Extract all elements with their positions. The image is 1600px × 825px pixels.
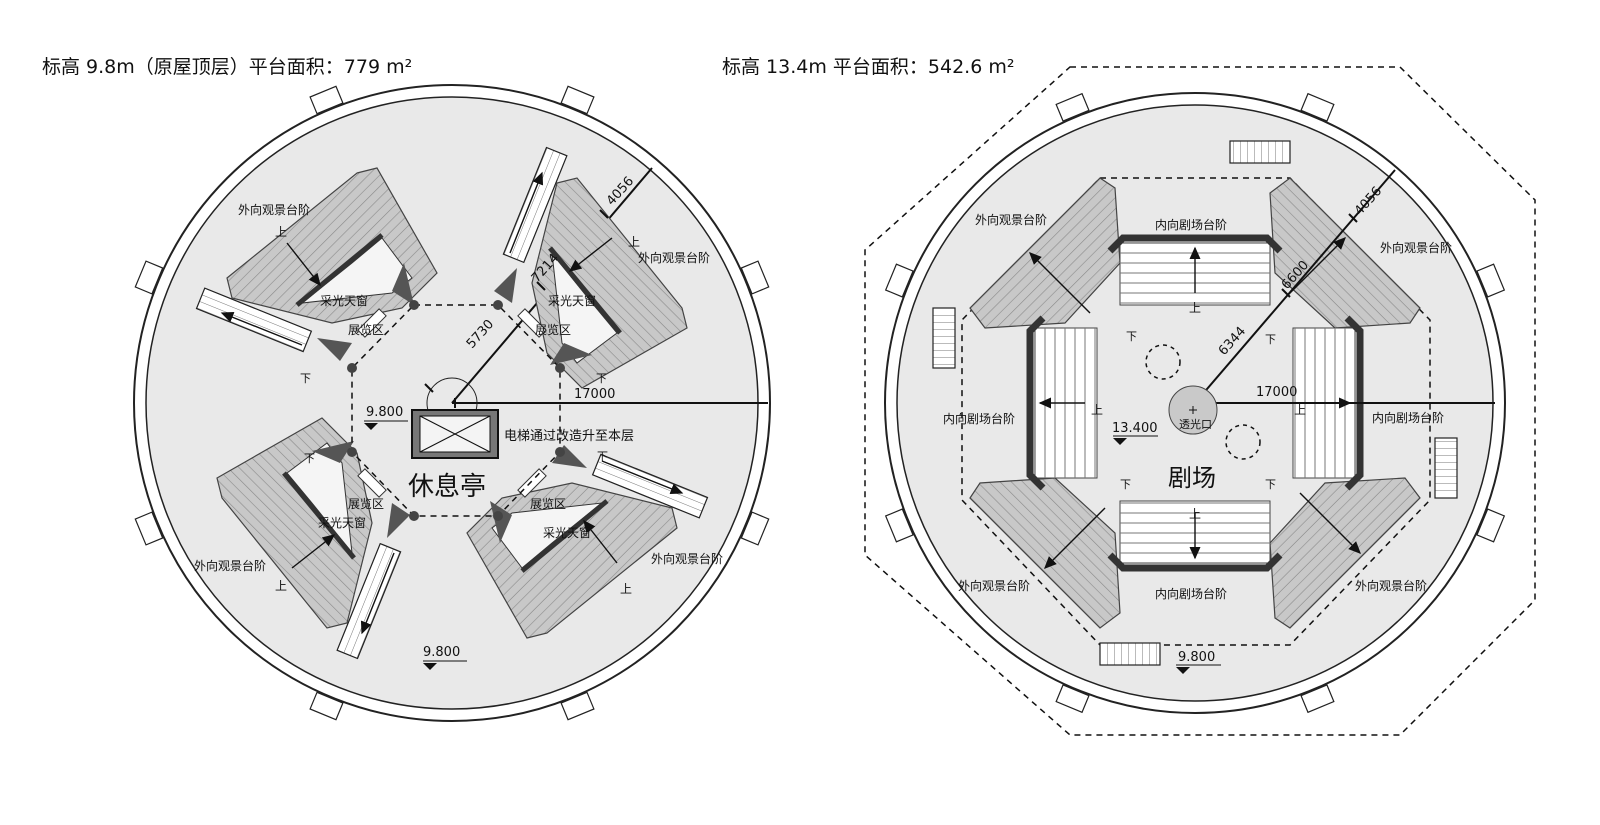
dashed-circle (1225, 424, 1261, 460)
rest-pavilion-label: 休息亭 (408, 472, 486, 502)
stair-wing (1229, 140, 1421, 329)
perimeter-post (134, 260, 164, 295)
stair-wing (932, 177, 1121, 369)
inner-step-block (1026, 315, 1098, 491)
up-label: 上 (1189, 507, 1201, 521)
inner-steps-label: 内向剧场台阶 (943, 411, 1015, 426)
left-plan-title: 标高 9.8m（原屋顶层）平台面积：779 m² (42, 56, 413, 78)
perimeter-posts (134, 85, 770, 721)
skylight-label: 采光天窗 (543, 526, 591, 540)
perimeter-posts (884, 92, 1506, 714)
exhibition-label: 展览区 (535, 322, 571, 337)
exhibition-label: 展览区 (348, 322, 384, 337)
inner-steps-label: 内向剧场台阶 (1155, 586, 1227, 601)
up-label: 上 (620, 582, 632, 596)
stair-wing (195, 167, 438, 361)
up-label: 上 (628, 235, 640, 249)
outer-steps-label: 外向观景台阶 (1355, 578, 1427, 593)
perimeter-post (1300, 684, 1335, 714)
down-label: 下 (596, 372, 607, 385)
down-label: 下 (300, 372, 311, 385)
up-label: 上 (1091, 403, 1103, 417)
stair-wing (1269, 437, 1458, 629)
down-label: 下 (1120, 478, 1131, 491)
outer-steps-label: 外向观景台阶 (651, 551, 723, 566)
stair-wings (932, 140, 1458, 666)
outer-steps-label: 外向观景台阶 (975, 212, 1047, 227)
perimeter-post (1055, 92, 1090, 122)
perimeter-post (1300, 92, 1335, 122)
outer-steps-label: 外向观景台阶 (1380, 240, 1452, 255)
elevator-note: 电梯通过改造升至本层 (504, 429, 634, 444)
perimeter-post (1055, 684, 1090, 714)
inner-steps-label: 内向剧场台阶 (1155, 217, 1227, 232)
elevation-label-bottom: 9.800 (1178, 650, 1215, 665)
radius-line (1194, 169, 1396, 404)
skylight-label: 采光天窗 (320, 294, 368, 308)
down-label: 下 (1265, 478, 1276, 491)
exhibition-label: 展览区 (530, 496, 566, 511)
right-floor-plan: 剧场 透光口 13.400 9.800 外向观景台阶 外向观景台阶 外向观景台阶… (864, 66, 1536, 736)
down-label: 下 (1126, 330, 1137, 343)
outer-dashed-octagon (864, 66, 1536, 736)
octagon-columns (347, 300, 565, 521)
stair-wing (216, 417, 410, 660)
down-label: 下 (597, 450, 608, 463)
up-label: 上 (275, 579, 287, 593)
right-plan-title: 标高 13.4m 平台面积：542.6 m² (722, 56, 1015, 78)
stair-wing (494, 146, 688, 389)
inner-step-block (1107, 234, 1283, 306)
down-label: 下 (1265, 333, 1276, 346)
elevation-label-center: 13.400 (1112, 421, 1158, 436)
skylight-label: 采光天窗 (318, 516, 366, 530)
up-label: 上 (275, 225, 287, 239)
dimension-label: 17000 (574, 387, 615, 402)
inner-steps-label: 内向剧场台阶 (1372, 410, 1444, 425)
theater-label: 剧场 (1168, 464, 1216, 492)
stair-wings (195, 146, 709, 660)
dashed-circle (1145, 344, 1181, 380)
up-label: 上 (1294, 403, 1306, 417)
inner-step-block (1107, 500, 1283, 572)
down-label: 下 (304, 452, 315, 465)
outer-steps-label: 外向观景台阶 (194, 558, 266, 573)
up-label: 上 (1189, 301, 1201, 315)
skylight-label: 采光天窗 (548, 294, 596, 308)
left-floor-plan: 休息亭 电梯通过改造升至本层 9.800 9.800 外向观景台阶 外向观景台阶… (133, 84, 771, 722)
oculus-label: 透光口 (1179, 417, 1212, 431)
outer-steps-label: 外向观景台阶 (638, 250, 710, 265)
outer-steps-label: 外向观景台阶 (958, 578, 1030, 593)
dimension-label: 17000 (1256, 385, 1297, 400)
stair-wing (466, 445, 709, 639)
elevation-label-center: 9.800 (366, 405, 403, 420)
stair-wing (969, 477, 1161, 666)
exhibition-label: 展览区 (348, 496, 384, 511)
outer-steps-label: 外向观景台阶 (238, 202, 310, 217)
elevation-label-bottom: 9.800 (423, 645, 460, 660)
